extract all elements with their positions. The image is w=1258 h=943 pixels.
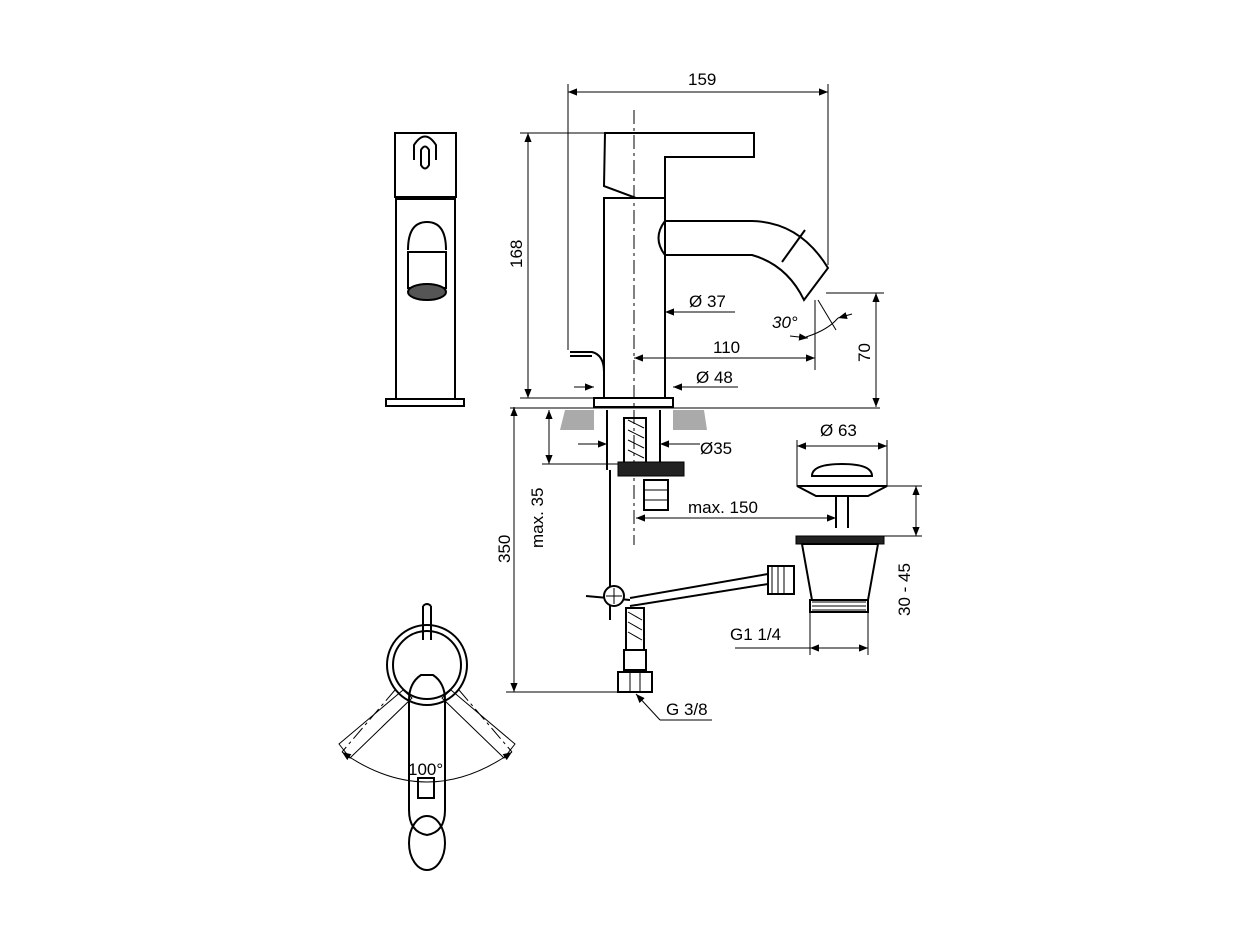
front-view [385, 132, 465, 407]
dim-hose-thread: G 3/8 [666, 700, 708, 719]
dim-hole-diameter: Ø35 [700, 439, 732, 458]
dim-waste-adjust: 30 - 45 [895, 563, 914, 616]
dim-spout-reach: 110 [713, 338, 740, 357]
dim-body-diameter: Ø 37 [689, 292, 726, 311]
dim-base-diameter: Ø 48 [696, 368, 733, 387]
dimension-lines [506, 84, 922, 721]
dim-waste-diameter: Ø 63 [820, 421, 857, 440]
deck [510, 407, 880, 430]
dim-max-deck-thickness: max. 35 [528, 488, 547, 548]
dim-hose-length: 350 [495, 535, 514, 563]
dim-lever-rotation: 100° [408, 760, 443, 779]
dim-overall-width: 159 [688, 70, 716, 89]
dimension-labels: 159 168 Ø 37 30° 70 110 Ø 48 Ø35 Ø 63 ma… [408, 70, 914, 779]
dim-spout-height: 70 [855, 343, 874, 362]
dim-spout-angle: 30° [772, 313, 798, 332]
dim-max-rod-length: max. 150 [688, 498, 758, 517]
dim-waste-thread: G1 1/4 [730, 625, 781, 644]
top-view [338, 603, 516, 871]
flexible-hose [617, 607, 653, 693]
pop-up-waste [585, 462, 888, 613]
dim-overall-height: 168 [507, 240, 526, 268]
